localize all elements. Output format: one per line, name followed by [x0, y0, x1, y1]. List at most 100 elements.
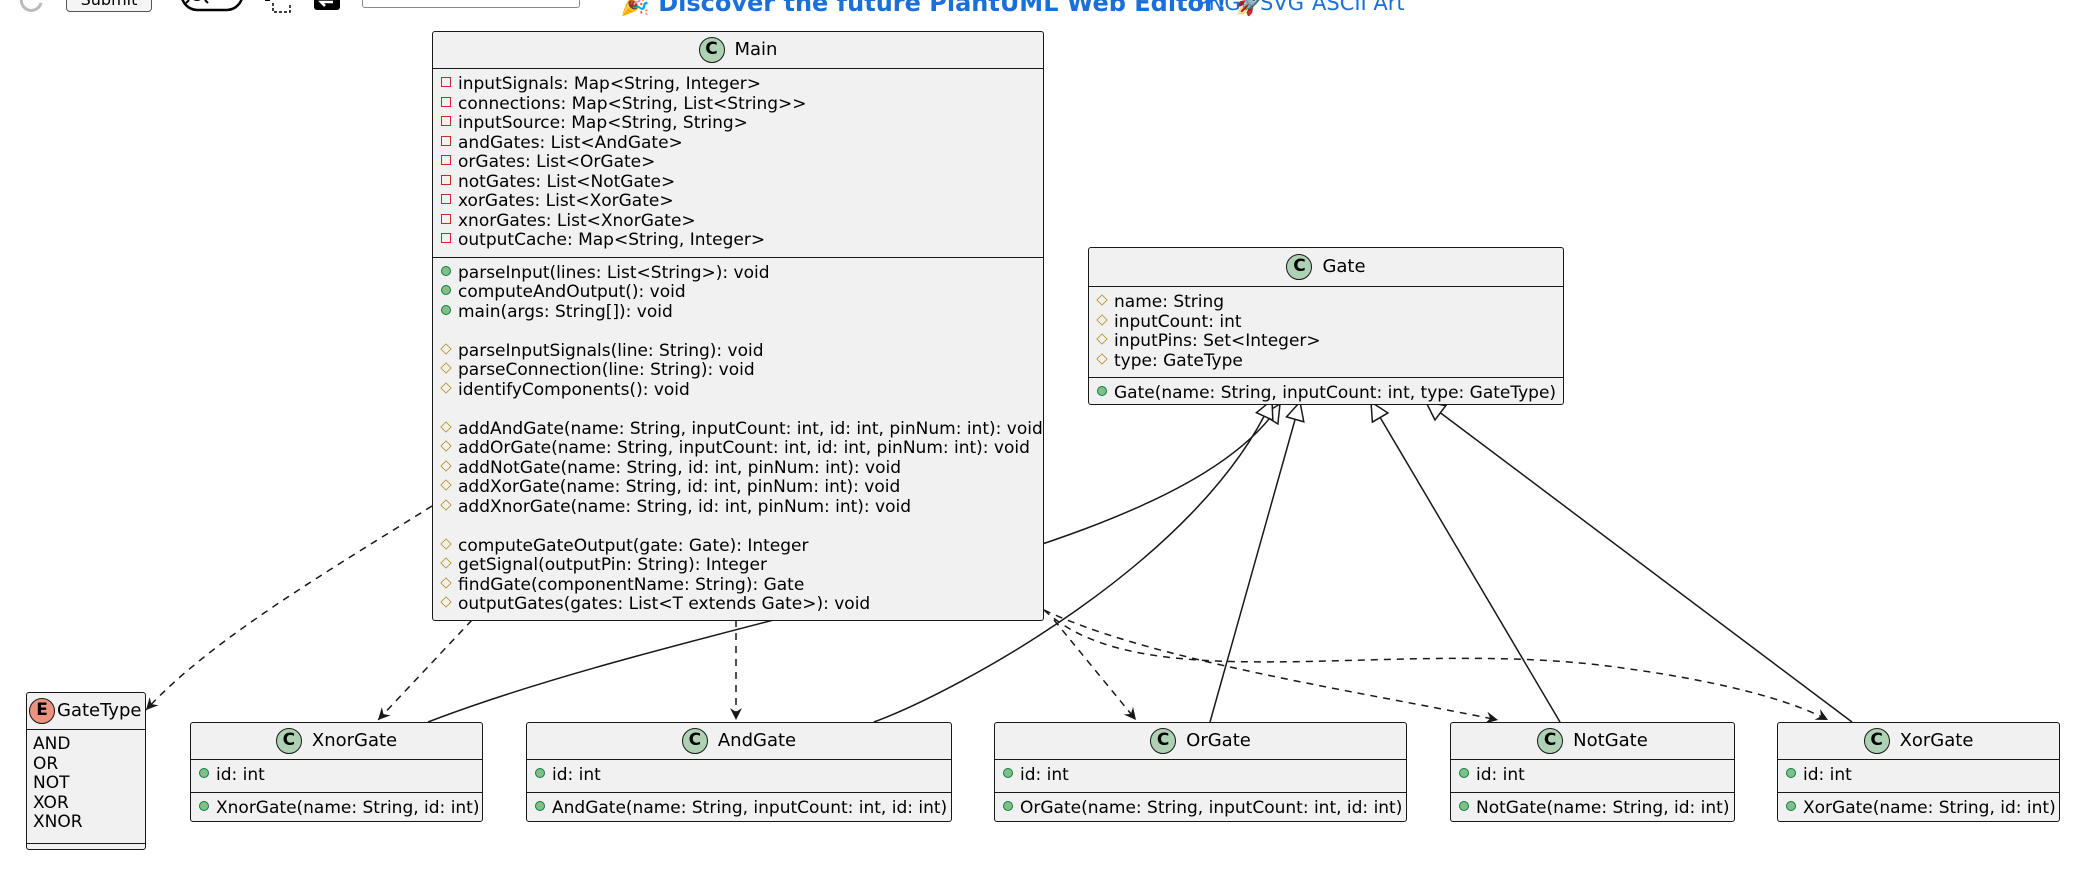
method: getSignal(outputPin: String): Integer	[440, 555, 1043, 576]
class-name: NotGate	[1573, 730, 1648, 751]
method: addOrGate(name: String, inputCount: int,…	[440, 438, 1043, 459]
field: id: int	[535, 765, 951, 786]
method: addNotGate(name: String, id: int, pinNum…	[440, 458, 1043, 479]
method: AndGate(name: String, inputCount: int, i…	[535, 798, 951, 819]
private-icon	[441, 233, 451, 243]
diagram-url-input[interactable]	[362, 0, 580, 8]
methods-section: XnorGate(name: String, id: int)	[191, 791, 482, 822]
method: identifyComponents(): void	[440, 380, 1043, 401]
field: id: int	[1459, 765, 1734, 786]
field: inputSource: Map<String, String>	[441, 113, 1043, 134]
fields-section: inputSignals: Map<String, Integer> conne…	[433, 68, 1043, 257]
private-icon	[441, 213, 451, 224]
fields-section: name: String inputCount: int inputPins: …	[1089, 286, 1563, 377]
field: id: int	[1003, 765, 1406, 786]
field: outputCache: Map<String, Integer>	[441, 230, 1043, 251]
field: inputCount: int	[1096, 312, 1563, 333]
method: NotGate(name: String, id: int)	[1459, 798, 1734, 819]
public-icon	[1003, 800, 1013, 811]
promo-link[interactable]: 🎉 Discover the future PlantUML Web Edito…	[620, 0, 1266, 17]
method: parseInputSignals(line: String): void	[440, 341, 1043, 362]
protected-icon	[440, 498, 452, 511]
fields-section: id: int	[1778, 759, 2059, 792]
dependency-main-xnorgate	[377, 619, 473, 721]
methods-section: XorGate(name: String, id: int)	[1778, 791, 2059, 822]
method: OrGate(name: String, inputCount: int, id…	[1003, 798, 1406, 819]
method: outputGates(gates: List<T extends Gate>)…	[440, 594, 1043, 615]
field: xorGates: List<XorGate>	[441, 191, 1043, 212]
enum-value: NOT	[33, 773, 70, 793]
private-icon	[441, 194, 451, 204]
public-icon	[199, 768, 209, 778]
class-badge: C	[1150, 728, 1177, 754]
private-icon	[441, 77, 451, 87]
class-andgate[interactable]: C AndGate id: int AndGate(name: String, i…	[526, 722, 952, 822]
reload-icon[interactable]	[16, 0, 46, 16]
submit-button[interactable]: Submit	[66, 0, 152, 12]
frame-select-icon[interactable]	[262, 0, 292, 14]
public-icon	[441, 304, 451, 315]
field: name: String	[1096, 292, 1563, 313]
inheritance-notgate-gate	[1370, 400, 1561, 723]
protected-icon	[440, 381, 452, 394]
swap-icon[interactable]	[312, 0, 342, 14]
methods-section: AndGate(name: String, inputCount: int, i…	[527, 791, 951, 822]
dependency-main-orgate	[1053, 619, 1137, 721]
field: andGates: List<AndGate>	[441, 133, 1043, 154]
protected-icon	[440, 362, 452, 374]
field: connections: Map<String, List<String>>	[441, 94, 1043, 115]
theme-toggle-icon[interactable]	[180, 0, 244, 12]
methods-section: OrGate(name: String, inputCount: int, id…	[995, 791, 1406, 822]
field: notGates: List<NotGate>	[441, 172, 1043, 193]
class-name: XnorGate	[311, 730, 398, 751]
public-icon	[1786, 768, 1796, 778]
class-name: GateType	[57, 700, 142, 721]
class-name: XorGate	[1899, 730, 1974, 751]
field: orGates: List<OrGate>	[441, 152, 1043, 173]
field: type: GateType	[1096, 351, 1563, 372]
method: main(args: String[]): void	[441, 302, 1043, 323]
class-name: Gate	[1322, 256, 1366, 277]
method: findGate(componentName: String): Gate	[440, 575, 1043, 596]
dependency-main-gatetype	[145, 505, 433, 711]
method: computeGateOutput(gate: Gate): Integer	[440, 536, 1043, 557]
field: inputPins: Set<Integer>	[1096, 331, 1563, 352]
public-icon	[1459, 800, 1469, 811]
inheritance-andgate-gate	[873, 398, 1274, 723]
enum-value: XNOR	[33, 812, 83, 832]
protected-icon	[440, 440, 452, 452]
enum-value: OR	[33, 753, 59, 774]
class-name: OrGate	[1186, 730, 1251, 751]
public-icon	[441, 265, 451, 276]
toolbar: Submit 🎉 Discover the future PlantUML We…	[0, 0, 2079, 17]
ascii-art-link[interactable]: ASCII Art	[1312, 0, 1405, 15]
png-link[interactable]: PNG	[1196, 0, 1241, 15]
dependency-main-xorgate	[1043, 609, 1829, 721]
fields-section: id: int	[995, 759, 1406, 792]
class-badge: C	[1863, 728, 1890, 754]
method: computeAndOutput(): void	[441, 282, 1043, 303]
class-header: C AndGate	[527, 723, 951, 759]
protected-icon	[1096, 352, 1108, 365]
protected-icon	[440, 479, 452, 491]
class-name: AndGate	[717, 730, 797, 751]
private-icon	[441, 174, 451, 185]
inheritance-orgate-gate	[1209, 400, 1305, 723]
class-xorgate[interactable]: C XorGate id: int XorGate(name: String, i…	[1777, 722, 2060, 822]
class-badge: C	[681, 728, 708, 754]
class-header: C XorGate	[1778, 723, 2059, 759]
method: XnorGate(name: String, id: int)	[199, 798, 482, 819]
fields-section: id: int	[1451, 759, 1734, 792]
svg-link[interactable]: SVG	[1260, 0, 1304, 15]
public-icon	[1459, 768, 1469, 778]
class-orgate[interactable]: C OrGate id: int OrGate(name: String, inp…	[994, 722, 1407, 822]
